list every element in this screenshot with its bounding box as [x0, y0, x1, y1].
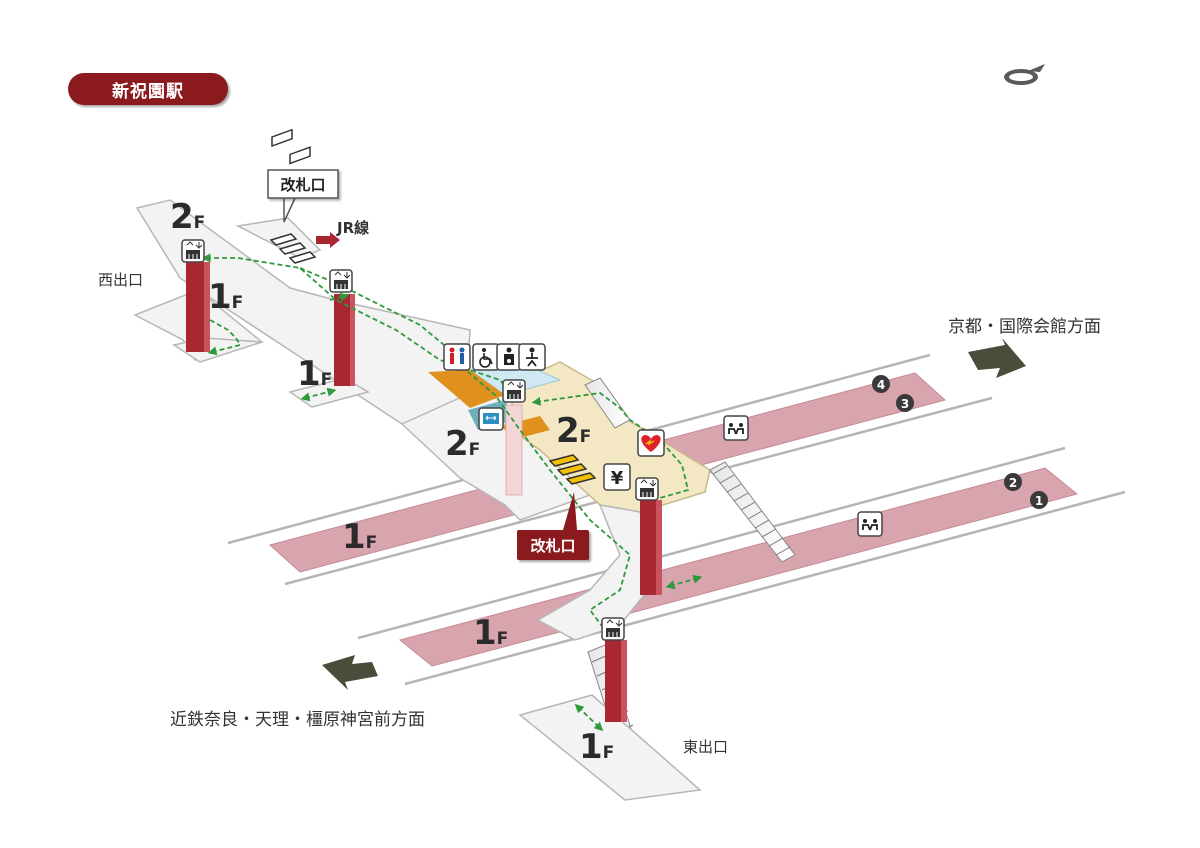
svg-text:1F: 1F: [297, 354, 332, 394]
west-exit-label: 西出口: [98, 271, 143, 289]
arrow-nara-icon: [322, 655, 378, 690]
floor-label-nw-1f: 1F: [208, 277, 243, 317]
elevator-shafts: [186, 262, 662, 722]
compass-icon: [1004, 64, 1045, 85]
ostomate-icon: [496, 343, 522, 371]
information-icon: [478, 407, 504, 431]
east-exit-label: 東出口: [683, 738, 728, 756]
track-badge-3: 3: [896, 394, 914, 412]
svg-text:2F: 2F: [556, 411, 591, 451]
ticket-gate-upper-label: 改札口: [280, 176, 325, 194]
ticket-gate-main: [548, 454, 597, 485]
track-badge-4: 4: [872, 375, 890, 393]
svg-text:3: 3: [901, 397, 909, 411]
svg-text:1F: 1F: [579, 727, 614, 767]
yen-symbol: ¥: [611, 468, 624, 489]
svg-text:1: 1: [1035, 494, 1043, 508]
track-badge-1: 1: [1030, 491, 1048, 509]
ticket-machine-icon: ¥: [603, 463, 631, 491]
floor-label-platform-1f-lower: 1F: [473, 613, 508, 653]
svg-text:4: 4: [877, 378, 885, 392]
jr-line-label: JR線: [336, 219, 369, 237]
ticket-gate-main-label: 改札口: [530, 537, 575, 555]
ticket-gate-main-callout: 改札口: [517, 492, 589, 560]
shop-block-1: [428, 370, 505, 408]
track-badge-2: 2: [1004, 473, 1022, 491]
ticket-gate-upper-callout: 改札口: [267, 169, 339, 223]
aed-heart-icon: [637, 429, 665, 457]
east-1f-floor: [518, 694, 702, 801]
direction-kyoto-label: 京都・国際会館方面: [948, 317, 1101, 337]
elevator-icon: [601, 617, 625, 641]
floor-label-nw-2f: 2F: [170, 197, 205, 237]
waiting-seat-icon: [857, 511, 883, 537]
floor-label-east-1f: 1F: [579, 727, 614, 767]
wheelchair-icon: [472, 343, 500, 371]
floor-label-concourse-2f-right: 2F: [556, 411, 591, 451]
waiting-seat-icon: [723, 415, 749, 441]
elevator-icon: [329, 269, 353, 293]
svg-text:1F: 1F: [342, 517, 377, 557]
station-title: 新祝園駅: [112, 81, 184, 102]
svg-text:2: 2: [1009, 476, 1017, 490]
restroom-icon: [443, 343, 471, 371]
baby-care-icon: [518, 343, 546, 371]
ticket-gate-upper-2: [269, 233, 317, 264]
svg-text:1F: 1F: [473, 613, 508, 653]
floor-label-mid-1f: 1F: [297, 354, 332, 394]
arrow-kyoto-icon: [968, 338, 1026, 378]
floor-label-platform-1f-upper: 1F: [342, 517, 377, 557]
svg-text:1F: 1F: [208, 277, 243, 317]
stairs-east: [709, 461, 796, 563]
floor-label-concourse-2f-left: 2F: [445, 424, 480, 464]
jr-arrow-icon: [316, 232, 340, 248]
svg-text:2F: 2F: [445, 424, 480, 464]
elevator-icon: [181, 239, 205, 263]
direction-nara-label: 近鉄奈良・天理・橿原神宮前方面: [170, 710, 425, 730]
svg-text:2F: 2F: [170, 197, 205, 237]
elevator-icon: [635, 477, 659, 501]
elevator-icon: [502, 379, 526, 403]
station-title-badge: 新祝園駅: [68, 73, 228, 105]
ticket-gate-upper: [271, 128, 311, 165]
